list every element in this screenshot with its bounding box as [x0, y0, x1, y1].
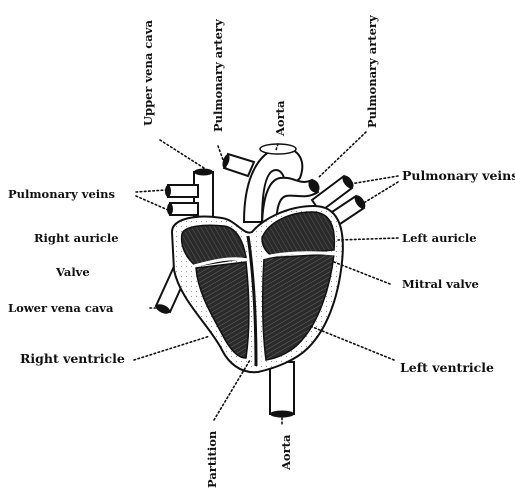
label-valve: Valve	[55, 265, 90, 279]
label-pulmonary-artery-left: Pulmonary artery	[211, 19, 225, 132]
label-partition: Partition	[205, 430, 219, 488]
descending-aorta-vessel	[270, 362, 294, 418]
heart-body	[172, 206, 343, 372]
label-right-ventricle: Right ventricle	[20, 351, 125, 366]
label-right-auricle: Right auricle	[34, 231, 119, 245]
label-pulmonary-veins-left: Pulmonary veins	[8, 187, 115, 201]
label-mitral-valve: Mitral valve	[402, 277, 479, 291]
label-left-ventricle: Left ventricle	[400, 360, 494, 375]
label-aorta-bottom: Aorta	[279, 434, 293, 471]
label-aorta-top: Aorta	[273, 100, 287, 137]
label-pulmonary-artery-right: Pulmonary artery	[365, 15, 379, 128]
label-pulmonary-veins-right: Pulmonary veins	[402, 168, 515, 183]
label-left-auricle: Left auricle	[402, 231, 477, 245]
label-lower-vena-cava: Lower vena cava	[8, 301, 114, 315]
label-upper-vena-cava: Upper vena cava	[141, 20, 155, 126]
